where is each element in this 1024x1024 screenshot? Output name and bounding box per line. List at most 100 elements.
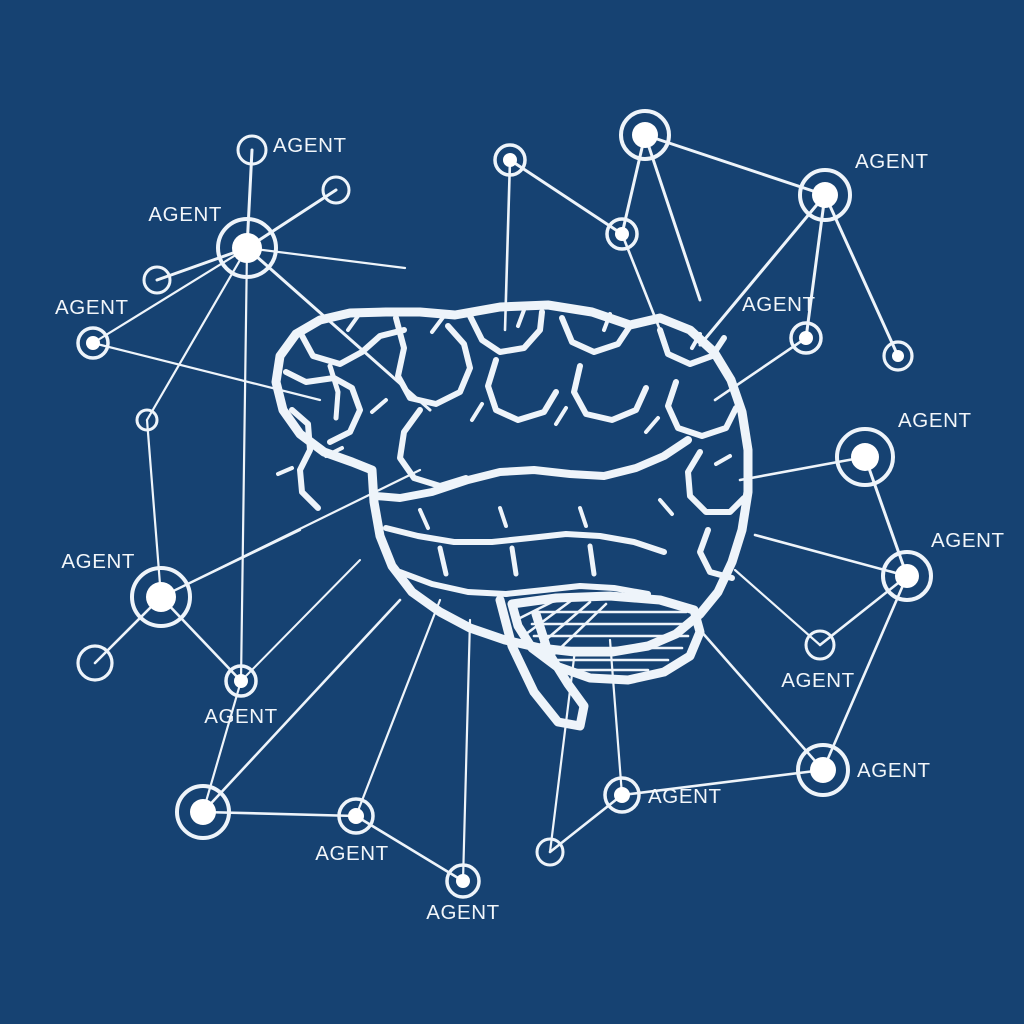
network-edge: [823, 193, 900, 358]
agent-label: AGENT: [648, 785, 722, 808]
brain-sulcus-frontal-1: [297, 327, 407, 367]
agent-label: AGENT: [148, 203, 222, 226]
brain-connector-edge: [354, 598, 442, 818]
agent-node-ring: [76, 326, 110, 360]
brain-connector-edge: [733, 568, 822, 647]
cerebellum-striations: [530, 610, 692, 672]
brain-sulcus-frontal-2: [283, 369, 363, 445]
agent-node-ring: [605, 217, 639, 251]
agent-node-ring: [216, 217, 278, 279]
brain-tick-1: [346, 314, 360, 332]
agent-node-ring: [603, 776, 641, 814]
network-edge: [818, 574, 909, 647]
agent-node[interactable]: [835, 427, 895, 487]
agent-label: AGENT: [855, 150, 929, 173]
brain-tick-7: [470, 402, 484, 422]
brain-tick-11: [418, 508, 430, 530]
agent-node[interactable]: [216, 217, 278, 279]
agent-node[interactable]: [321, 175, 351, 205]
agent-label: AGENT: [931, 529, 1005, 552]
labels-layer: AGENT AGENT AGENT AGENT AGENT AGENT AGENT AGENT…: [55, 134, 1005, 924]
agent-node-core: [614, 787, 630, 803]
brain-tick-14: [658, 498, 674, 516]
agent-node[interactable]: [881, 550, 933, 602]
agent-node[interactable]: [798, 168, 852, 222]
agent-node[interactable]: [445, 863, 481, 899]
agent-node[interactable]: [76, 326, 110, 360]
agent-node[interactable]: [76, 644, 114, 682]
agent-label: AGENT: [742, 293, 816, 316]
brain-tick-2: [430, 314, 446, 334]
agent-node[interactable]: [337, 797, 375, 835]
agent-node-core: [810, 757, 836, 783]
agent-node-core: [86, 336, 100, 350]
agent-label: AGENT: [857, 759, 931, 782]
agent-node-ring: [142, 265, 172, 295]
agent-node[interactable]: [130, 566, 192, 628]
agent-node-core: [234, 674, 248, 688]
brain-tick-3: [516, 308, 526, 328]
agent-node-ring: [881, 550, 933, 602]
agent-node[interactable]: [603, 776, 641, 814]
agent-node-core: [503, 153, 517, 167]
agent-node[interactable]: [142, 265, 172, 295]
agent-node[interactable]: [175, 784, 231, 840]
agent-label: AGENT: [781, 669, 855, 692]
brain-sulcus-central-5: [559, 315, 633, 355]
agent-node[interactable]: [224, 664, 258, 698]
brain-sulcus-parietal-1: [657, 327, 727, 367]
agent-node-ring: [835, 427, 895, 487]
agent-node-ring: [619, 109, 671, 161]
brain-sulcus-temporal-6: [587, 543, 597, 577]
agent-node-ring: [337, 797, 375, 835]
brain-connector-edge: [240, 559, 361, 682]
agent-node[interactable]: [789, 321, 823, 355]
agent-node[interactable]: [135, 408, 159, 432]
agent-node[interactable]: [804, 629, 836, 661]
brain-tick-9: [644, 416, 660, 434]
brain-sulcus-temporal-4: [437, 545, 449, 577]
agent-node-ring: [789, 321, 823, 355]
network-edge: [508, 158, 624, 236]
brain-illustration: [271, 300, 753, 731]
agent-node[interactable]: [493, 143, 527, 177]
brain-sulcus-central-4: [485, 357, 559, 423]
brain-tick-13: [578, 506, 588, 528]
agent-node-ring: [804, 629, 836, 661]
agent-label: AGENT: [55, 296, 129, 319]
agent-node-ring: [321, 175, 351, 205]
agent-node[interactable]: [605, 217, 639, 251]
agent-label: AGENT: [315, 842, 389, 865]
brain-connector-edge: [620, 232, 662, 332]
agent-node[interactable]: [796, 743, 850, 797]
network-edge: [821, 574, 909, 772]
brain-sulcus-temporal-main: [372, 436, 692, 502]
agent-node-ring: [236, 134, 268, 166]
agent-node-ring: [76, 644, 114, 682]
agent-node-ring: [135, 408, 159, 432]
agent-label: AGENT: [204, 705, 278, 728]
brain-sulcus-central-6: [571, 363, 649, 423]
agent-node[interactable]: [236, 134, 268, 166]
agent-node-ring: [175, 784, 231, 840]
brain-connector-edge: [608, 638, 624, 797]
brain-sulcus-central-1: [393, 315, 473, 407]
brain-sulcus-parietal-2: [665, 379, 739, 439]
agent-node-core: [812, 182, 838, 208]
network-edge: [201, 679, 243, 814]
agent-node-ring: [130, 566, 192, 628]
agent-label: AGENT: [273, 134, 347, 157]
agent-node-ring: [796, 743, 850, 797]
agent-node[interactable]: [619, 109, 671, 161]
agent-node[interactable]: [882, 340, 914, 372]
brain-connector-edge: [503, 158, 512, 332]
agent-node-core: [190, 799, 216, 825]
brain-connector-edge: [738, 455, 867, 482]
brain-tick-6: [370, 398, 388, 414]
agent-node[interactable]: [535, 837, 565, 867]
brain-tick-8: [554, 406, 568, 426]
brain-tick-4: [602, 312, 612, 332]
agent-node-core: [348, 808, 364, 824]
